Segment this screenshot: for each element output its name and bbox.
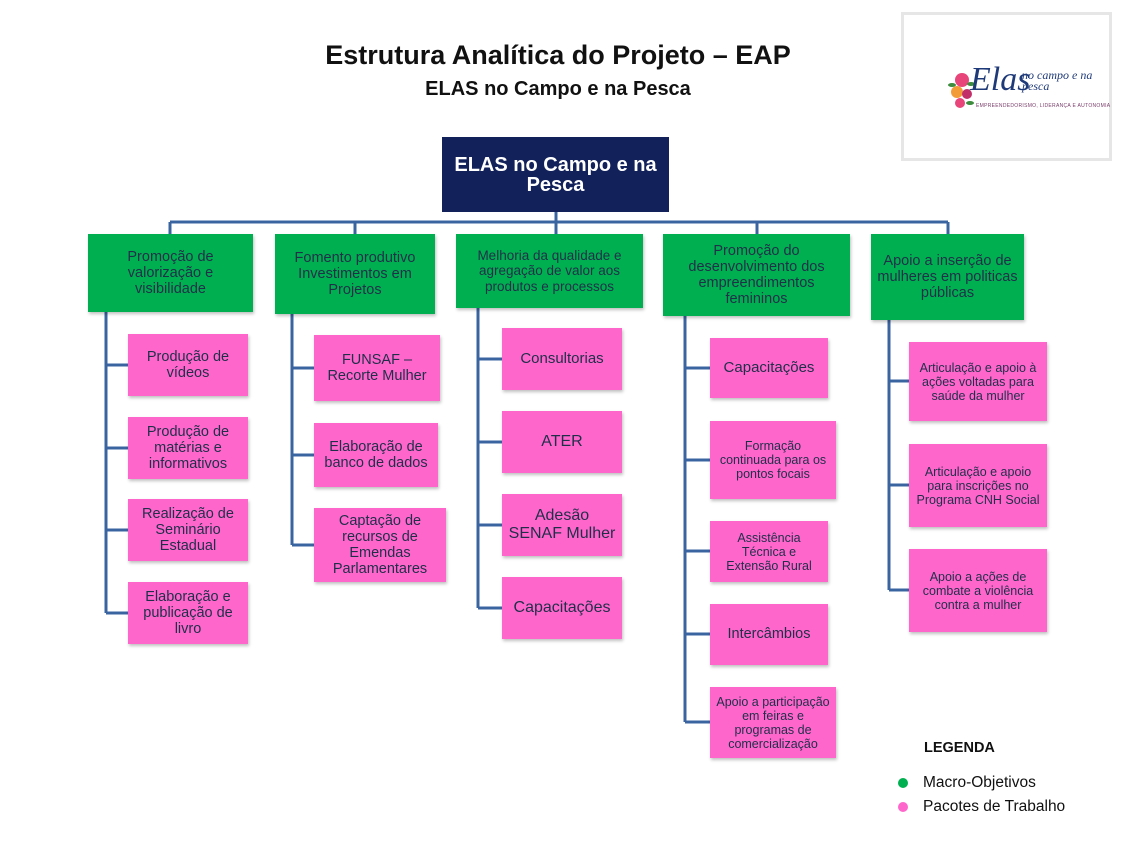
flower-icon [948, 73, 975, 108]
package-violencia: Apoio a ações de combate a violência con… [909, 549, 1047, 632]
package-assistencia-tecnica: Assistência Técnica e Extensão Rural [710, 521, 828, 582]
package-intercambios: Intercâmbios [710, 604, 828, 665]
legend-label-macro: Macro-Objetivos [923, 774, 1036, 791]
package-adesao-senaf: Adesão SENAF Mulher [502, 494, 622, 556]
package-saude-mulher: Articulação e apoio à ações voltadas par… [909, 342, 1047, 421]
package-producao-materias: Produção de matérias e informativos [128, 417, 248, 479]
logo-tagline: EMPREENDEDORISMO, LIDERANÇA E AUTONOMIA [976, 103, 1111, 109]
macro-fomento: Fomento produtivo Investimentos em Proje… [275, 234, 435, 314]
package-seminario: Realização de Seminário Estadual [128, 499, 248, 561]
macro-politicas-publicas: Apoio a inserção de mulheres em politica… [871, 234, 1024, 320]
macro-valorizacao: Promoção de valorização e visibilidade [88, 234, 253, 312]
package-producao-videos: Produção de vídeos [128, 334, 248, 396]
legend-title: LEGENDA [924, 740, 995, 756]
package-livro: Elaboração e publicação de livro [128, 582, 248, 644]
page-subtitle: ELAS no Campo e na Pesca [425, 78, 691, 100]
package-feiras: Apoio a participação em feiras e program… [710, 687, 836, 758]
package-formacao-continuada: Formação continuada para os pontos focai… [710, 421, 836, 499]
legend-item-pacotes: Pacotes de Trabalho [898, 798, 1065, 816]
package-emendas: Captação de recursos de Emendas Parlamen… [314, 508, 446, 582]
legend-label-pacotes: Pacotes de Trabalho [923, 798, 1066, 815]
macro-empreendimentos: Promoção do desenvolvimento dos empreend… [663, 234, 850, 316]
macro-qualidade: Melhoria da qualidade e agregação de val… [456, 234, 643, 308]
root-node: ELAS no Campo e na Pesca [442, 137, 669, 212]
package-consultorias: Consultorias [502, 328, 622, 390]
package-banco-dados: Elaboração de banco de dados [314, 423, 438, 487]
package-capacitacoes-4: Capacitações [710, 338, 828, 398]
pink-dot-icon [898, 802, 908, 812]
legend-item-macro: Macro-Objetivos [898, 774, 1036, 792]
green-dot-icon [898, 778, 908, 788]
logo-subtext: no campo e na pesca [1022, 68, 1093, 93]
project-logo: Elas no campo e na pesca EMPREENDEDORISM… [901, 12, 1112, 161]
package-funsaf: FUNSAF – Recorte Mulher [314, 335, 440, 401]
package-cnh-social: Articulação e apoio para inscrições no P… [909, 444, 1047, 527]
package-capacitacoes-3: Capacitações [502, 577, 622, 639]
logo-text: Elas [970, 61, 1031, 98]
package-ater: ATER [502, 411, 622, 473]
page-title: Estrutura Analítica do Projeto – EAP [325, 40, 791, 70]
